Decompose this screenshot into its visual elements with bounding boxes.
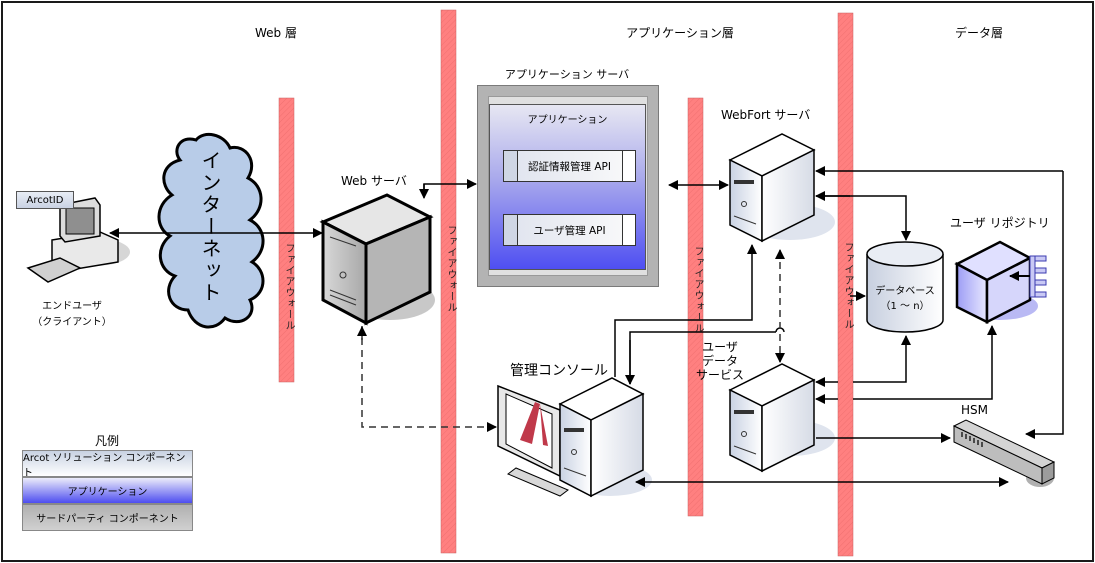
conn-uds-repo <box>853 325 997 400</box>
uds-label-3: サービス <box>695 368 745 382</box>
application-box: アプリケーション 認証情報管理 API ユーザ管理 API <box>489 104 646 270</box>
arcotid-badge: ArcotID <box>16 191 74 209</box>
firewall-3 <box>687 97 704 517</box>
internet-label: インターネット <box>198 150 222 304</box>
admin-console-label: 管理コンソール <box>510 363 608 379</box>
app-server-title: アプリケーション サーバ <box>504 68 630 81</box>
tier-data-heading: データ層 <box>954 26 1004 40</box>
conn-admin-webfort <box>614 244 757 377</box>
application-title: アプリケーション <box>527 115 608 126</box>
tier-web-heading: Web 層 <box>255 26 297 40</box>
database-sublabel: （1 ～ n） <box>880 301 930 312</box>
legend-item-arcot: Arcot ソリューション コンポーネント <box>22 450 193 479</box>
user-management-api: ユーザ管理 API <box>503 214 636 246</box>
firewall-4-label: ファイアウォール <box>842 242 853 330</box>
uds-label-2: データ <box>701 354 739 368</box>
user-repository-icon <box>954 240 1047 325</box>
legend-item-application: アプリケーション <box>22 477 193 504</box>
firewall-1 <box>278 97 295 383</box>
legend: Arcot ソリューション コンポーネント アプリケーション サードパーティ コ… <box>22 450 193 531</box>
uds-label-1: ユーザ <box>702 340 738 354</box>
hsm-label: HSM <box>961 403 988 417</box>
conn-web-admin-dashed <box>361 326 497 432</box>
firewall-2-label: ファイアウォール <box>445 225 456 313</box>
end-user-sublabel: （クライアント） <box>32 317 112 328</box>
credential-management-api: 認証情報管理 API <box>503 150 636 182</box>
firewall-1-label: ファイアウォール <box>283 243 294 331</box>
firewall-2 <box>440 9 457 554</box>
admin-console-icon <box>497 377 652 498</box>
conn-uds-db <box>853 335 911 383</box>
conn-webfort-hsm <box>1025 171 1064 439</box>
database-icon <box>866 241 944 333</box>
webfort-server-label: WebFort サーバ <box>721 108 811 122</box>
legend-title: 凡例 <box>94 434 120 448</box>
web-server-label: Web サーバ <box>341 174 407 188</box>
web-server-icon <box>319 193 435 326</box>
end-user-label: エンドユーザ <box>42 301 102 312</box>
user-repository-label: ユーザ リポジトリ <box>950 216 1050 230</box>
tier-application-heading: アプリケーション層 <box>626 26 734 40</box>
database-label: データベース <box>875 286 935 297</box>
firewall-3-label: ファイアウォール <box>692 246 703 334</box>
hsm-icon <box>952 419 1056 487</box>
user-data-service-server-icon <box>728 363 835 473</box>
firewall-4 <box>837 12 854 557</box>
end-user-pc-icon <box>26 197 130 283</box>
webfort-server-icon <box>728 133 835 243</box>
legend-item-third-party: サードパーティ コンポーネント <box>22 504 193 531</box>
